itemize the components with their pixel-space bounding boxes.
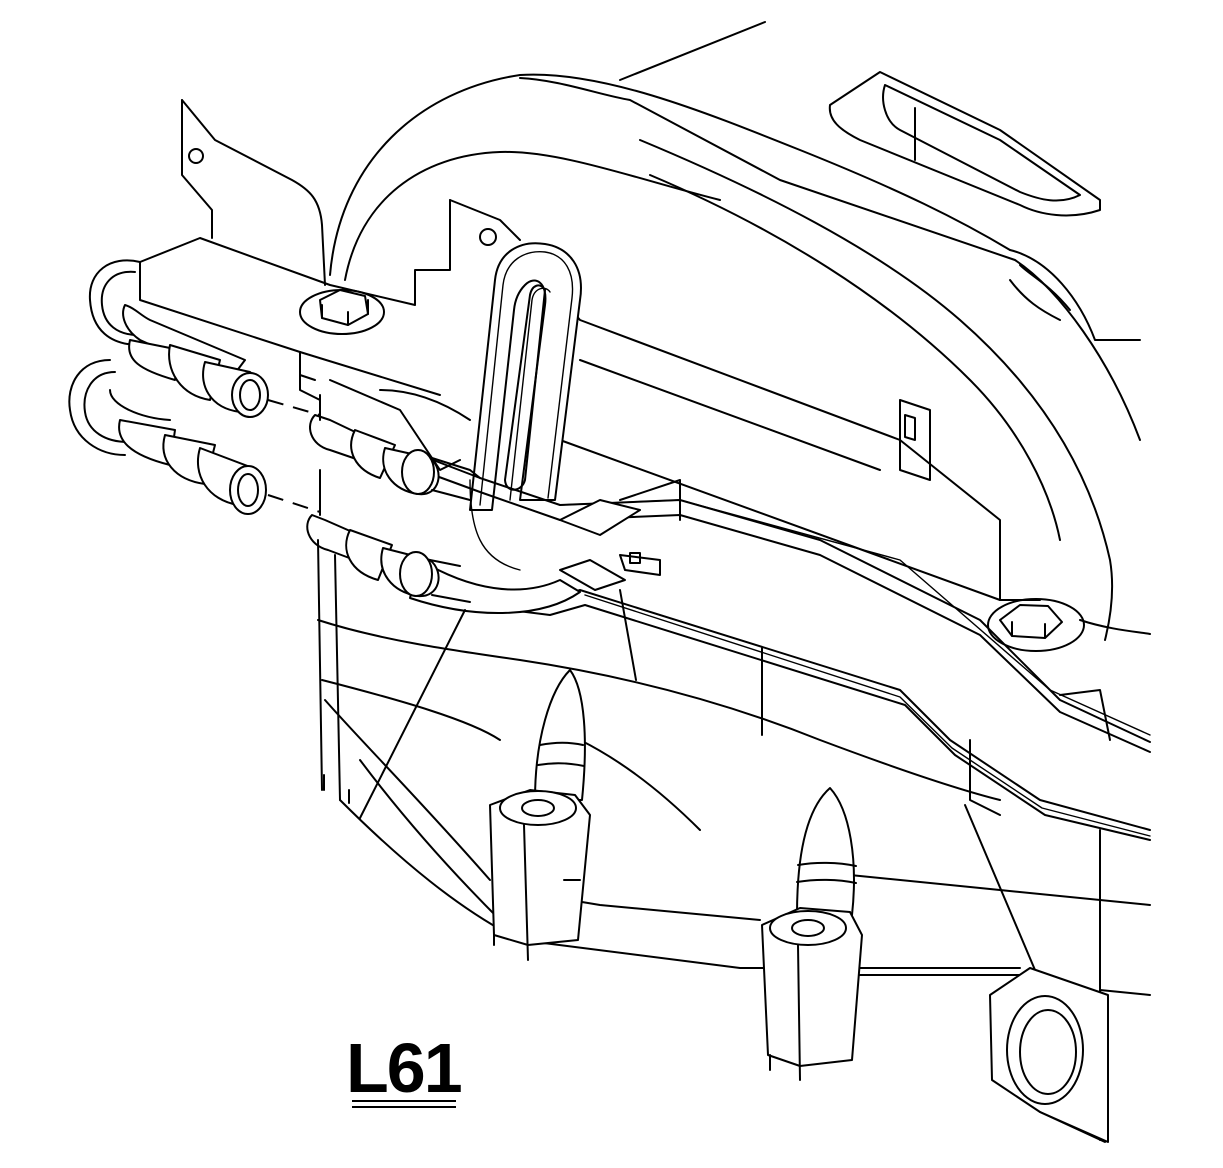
cast-boss-right	[761, 787, 863, 1081]
bracket-bolt-right	[987, 598, 1085, 652]
cast-boss-left	[489, 669, 591, 961]
upper-line-fitting-pair-left	[68, 259, 269, 515]
line-clips	[559, 479, 681, 591]
cooler-line-rail	[519, 247, 1151, 635]
engine-code-label: L61	[346, 1029, 463, 1107]
label-underline	[352, 1106, 456, 1108]
alignment-guides	[267, 399, 321, 513]
label-underline	[352, 1100, 456, 1102]
cooler-lines	[409, 454, 1151, 841]
vertical-loop-tube	[469, 242, 582, 511]
drain-flange	[989, 967, 1109, 1143]
engine-housing-outline	[329, 21, 1141, 641]
mounting-bracket	[139, 99, 521, 396]
engine-side-fittings	[299, 351, 481, 603]
bracket-bolt-left	[299, 289, 385, 335]
